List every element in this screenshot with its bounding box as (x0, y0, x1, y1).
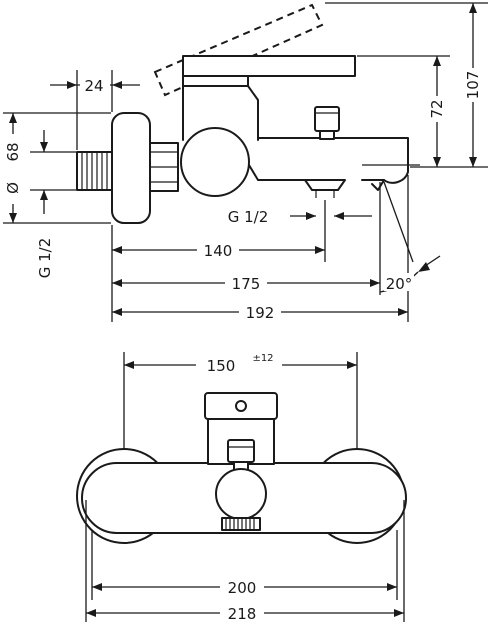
arrow-140-right (315, 246, 325, 254)
arrow-72-top (433, 56, 441, 66)
diameter-symbol: Ø (4, 182, 22, 194)
arrow-200-left (92, 583, 102, 591)
front-outlet-hatch (225, 518, 255, 530)
arrow-150-right (347, 361, 357, 369)
arrow-175-right (370, 279, 380, 287)
dim-label-g-left: G 1/2 (36, 238, 54, 279)
dim-label-218: 218 (228, 605, 257, 623)
mixer-body (180, 127, 250, 197)
arrow-150-left (124, 361, 134, 369)
arrow-140-left (112, 246, 122, 254)
dim-label-150: 150 (207, 357, 236, 375)
dim-label-68: 68 (4, 142, 22, 161)
outlet-nozzle (304, 179, 346, 191)
arrow-g-bottom (40, 190, 48, 200)
arrow-107-bottom (469, 157, 477, 167)
dim-label-140: 140 (204, 242, 233, 260)
arrow-200-right (387, 583, 397, 591)
side-view: 24 107 72 68 Ø G 1/2 (3, 2, 488, 322)
arrow-218-left (86, 609, 96, 617)
arrow-24-right (112, 81, 122, 89)
dim-label-107: 107 (464, 71, 482, 100)
handle-indicator (235, 400, 247, 412)
dim-label-200: 200 (228, 579, 257, 597)
dim-label-175: 175 (232, 275, 261, 293)
dim-label-angle: 20° (386, 275, 413, 293)
arrow-68-top (9, 113, 17, 123)
spout-tip (371, 179, 385, 191)
arrow-175-left (112, 279, 122, 287)
arrow-g-top (40, 142, 48, 152)
arrow-angle (418, 262, 430, 272)
arrow-192-left (112, 308, 122, 316)
arrow-24-left (67, 81, 77, 89)
dim-label-g-outlet: G 1/2 (228, 208, 269, 226)
dim-label-24: 24 (84, 77, 103, 95)
lever-open-position (153, 3, 324, 97)
thread-connector (76, 151, 113, 191)
diverter-knob (314, 106, 340, 132)
spout (257, 137, 409, 184)
arrow-107-top (469, 3, 477, 13)
dim-label-72: 72 (428, 99, 446, 118)
lower-body (248, 164, 306, 181)
front-view: 150 ±12 200 218 (76, 350, 407, 623)
handle-cap (182, 75, 249, 87)
arrow-192-right (398, 308, 408, 316)
arrow-218-right (394, 609, 404, 617)
arrow-g-outlet-left (306, 212, 316, 220)
dim-label-150-tolerance: ±12 (252, 353, 273, 364)
arrow-g-outlet-right (334, 212, 344, 220)
arrow-72-bottom (433, 157, 441, 167)
arrow-68-bottom (9, 213, 17, 223)
dim-label-192: 192 (246, 304, 275, 322)
spout-angle-line (383, 181, 414, 263)
wall-rosette (111, 112, 151, 224)
front-mixer (215, 468, 267, 520)
diverter-stem (319, 130, 335, 140)
upper-body (182, 85, 259, 141)
handle-lever (182, 55, 356, 77)
thread-hatch (81, 152, 108, 190)
front-diverter-knob (227, 439, 255, 463)
